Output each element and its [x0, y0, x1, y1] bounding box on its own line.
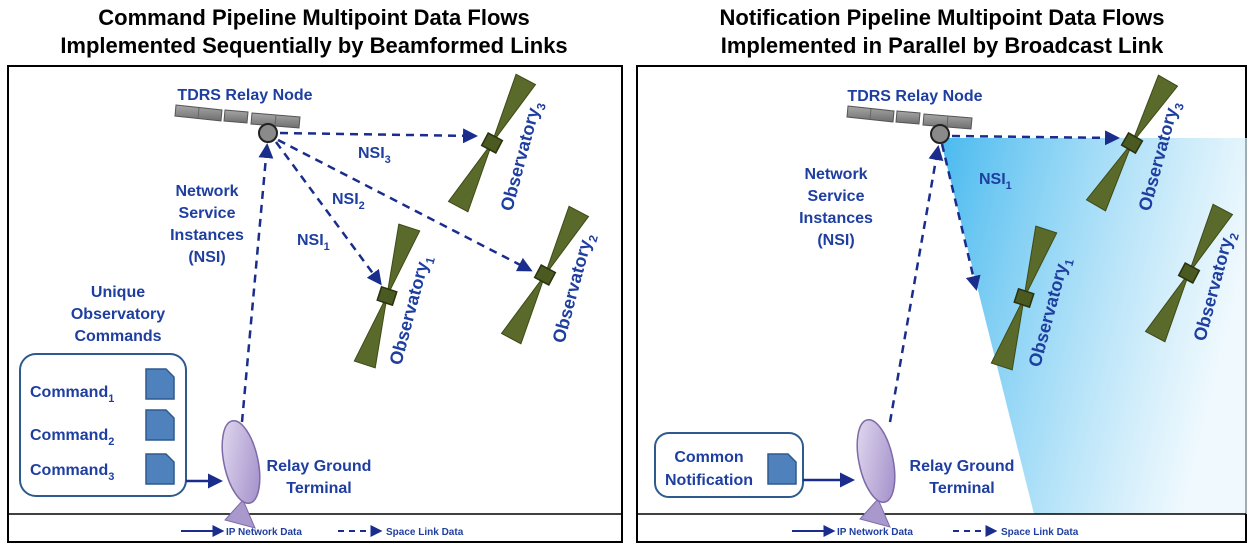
left-ground-terminal-label: Relay Ground Terminal: [267, 458, 372, 497]
right-title-line1: Notification Pipeline Multipoint Data Fl…: [719, 5, 1165, 30]
left-nsi3-label: NSI3: [358, 145, 391, 166]
left-nsi3-arrow: [279, 128, 478, 144]
left-nsi1-arrow: [274, 141, 382, 286]
left-panel-title: Command Pipeline Multipoint Data Flows I…: [14, 4, 614, 60]
right-uplink-arrow: [888, 145, 944, 423]
left-legend: IP Network Data Space Link Data: [181, 525, 464, 538]
command3-label: Command3: [30, 462, 114, 483]
right-panel-title: Notification Pipeline Multipoint Data Fl…: [642, 4, 1242, 60]
right-nsi-desc-line4: (NSI): [817, 232, 854, 249]
left-ground-terminal-line2: Terminal: [286, 480, 352, 497]
left-tdrs-body-icon: [258, 123, 278, 143]
right-tdrs-body-icon: [930, 124, 950, 144]
right-ground-terminal-label: Relay Ground Terminal: [910, 458, 1015, 497]
left-panel: TDRS Relay Node Observatory3 Observatory…: [7, 65, 623, 543]
right-ground-terminal-line2: Terminal: [929, 480, 995, 497]
broadcast-beam: [940, 138, 1247, 514]
left-commands-heading-line3: Commands: [74, 328, 161, 345]
right-nsi-desc-line3: Instances: [799, 210, 873, 227]
left-nsi2-arrow: [277, 138, 533, 272]
left-ground-terminal-line1: Relay Ground: [267, 458, 372, 475]
right-nsi-desc-line2: Service: [808, 188, 865, 205]
notification-label-line1: Common: [674, 449, 743, 466]
right-ground-terminal-line1: Relay Ground: [910, 458, 1015, 475]
left-commands-heading: Unique Observatory Commands: [71, 284, 165, 345]
left-uplink-arrow: [240, 143, 274, 423]
left-tdrs-satellite: [174, 104, 301, 143]
left-nsi1-label: NSI1: [297, 232, 330, 253]
notification-label-line2: Notification: [665, 472, 753, 489]
left-legend-space-label: Space Link Data: [386, 527, 464, 538]
right-nsi-desc-line1: Network: [804, 166, 867, 183]
right-nsi1-label: NSI1: [979, 171, 1012, 192]
command2-label: Command2: [30, 427, 114, 448]
right-title-line2: Implemented in Parallel by Broadcast Lin…: [720, 33, 1164, 58]
left-nsi-desc-line4: (NSI): [188, 249, 225, 266]
right-panel: TDRS Relay Node Observatory3 Observatory…: [636, 65, 1247, 543]
left-legend-ip-label: IP Network Data: [226, 527, 302, 538]
right-legend-ip-label: IP Network Data: [837, 527, 913, 538]
command2-document-icon: [145, 409, 175, 441]
command1-label: Command1: [30, 384, 114, 405]
left-commands-heading-line2: Observatory: [71, 306, 165, 323]
notification-label: Common Notification: [665, 449, 753, 489]
notification-box: [654, 432, 804, 498]
left-commands-box: [19, 353, 187, 497]
left-title-line2: Implemented Sequentially by Beamformed L…: [60, 33, 568, 58]
left-nsi-desc-line3: Instances: [170, 227, 244, 244]
left-nsi-description: Network Service Instances (NSI): [170, 183, 244, 266]
command1-document-icon: [145, 368, 175, 400]
right-nsi-description: Network Service Instances (NSI): [799, 166, 873, 249]
left-relay-node-label: TDRS Relay Node: [177, 87, 312, 104]
command3-document-icon: [145, 453, 175, 485]
left-title-line1: Command Pipeline Multipoint Data Flows: [98, 5, 530, 30]
right-left-edge-arrow: [940, 143, 981, 291]
left-nsi-desc-line1: Network: [175, 183, 238, 200]
right-legend-space-label: Space Link Data: [1001, 527, 1079, 538]
left-commands-heading-line1: Unique: [91, 284, 145, 301]
left-nsi-desc-line2: Service: [179, 205, 236, 222]
right-legend: IP Network Data Space Link Data: [792, 525, 1079, 538]
right-tdrs-satellite: [846, 105, 973, 144]
left-nsi2-label: NSI2: [332, 191, 365, 212]
right-relay-node-label: TDRS Relay Node: [847, 88, 982, 105]
notification-document-icon: [767, 453, 797, 485]
